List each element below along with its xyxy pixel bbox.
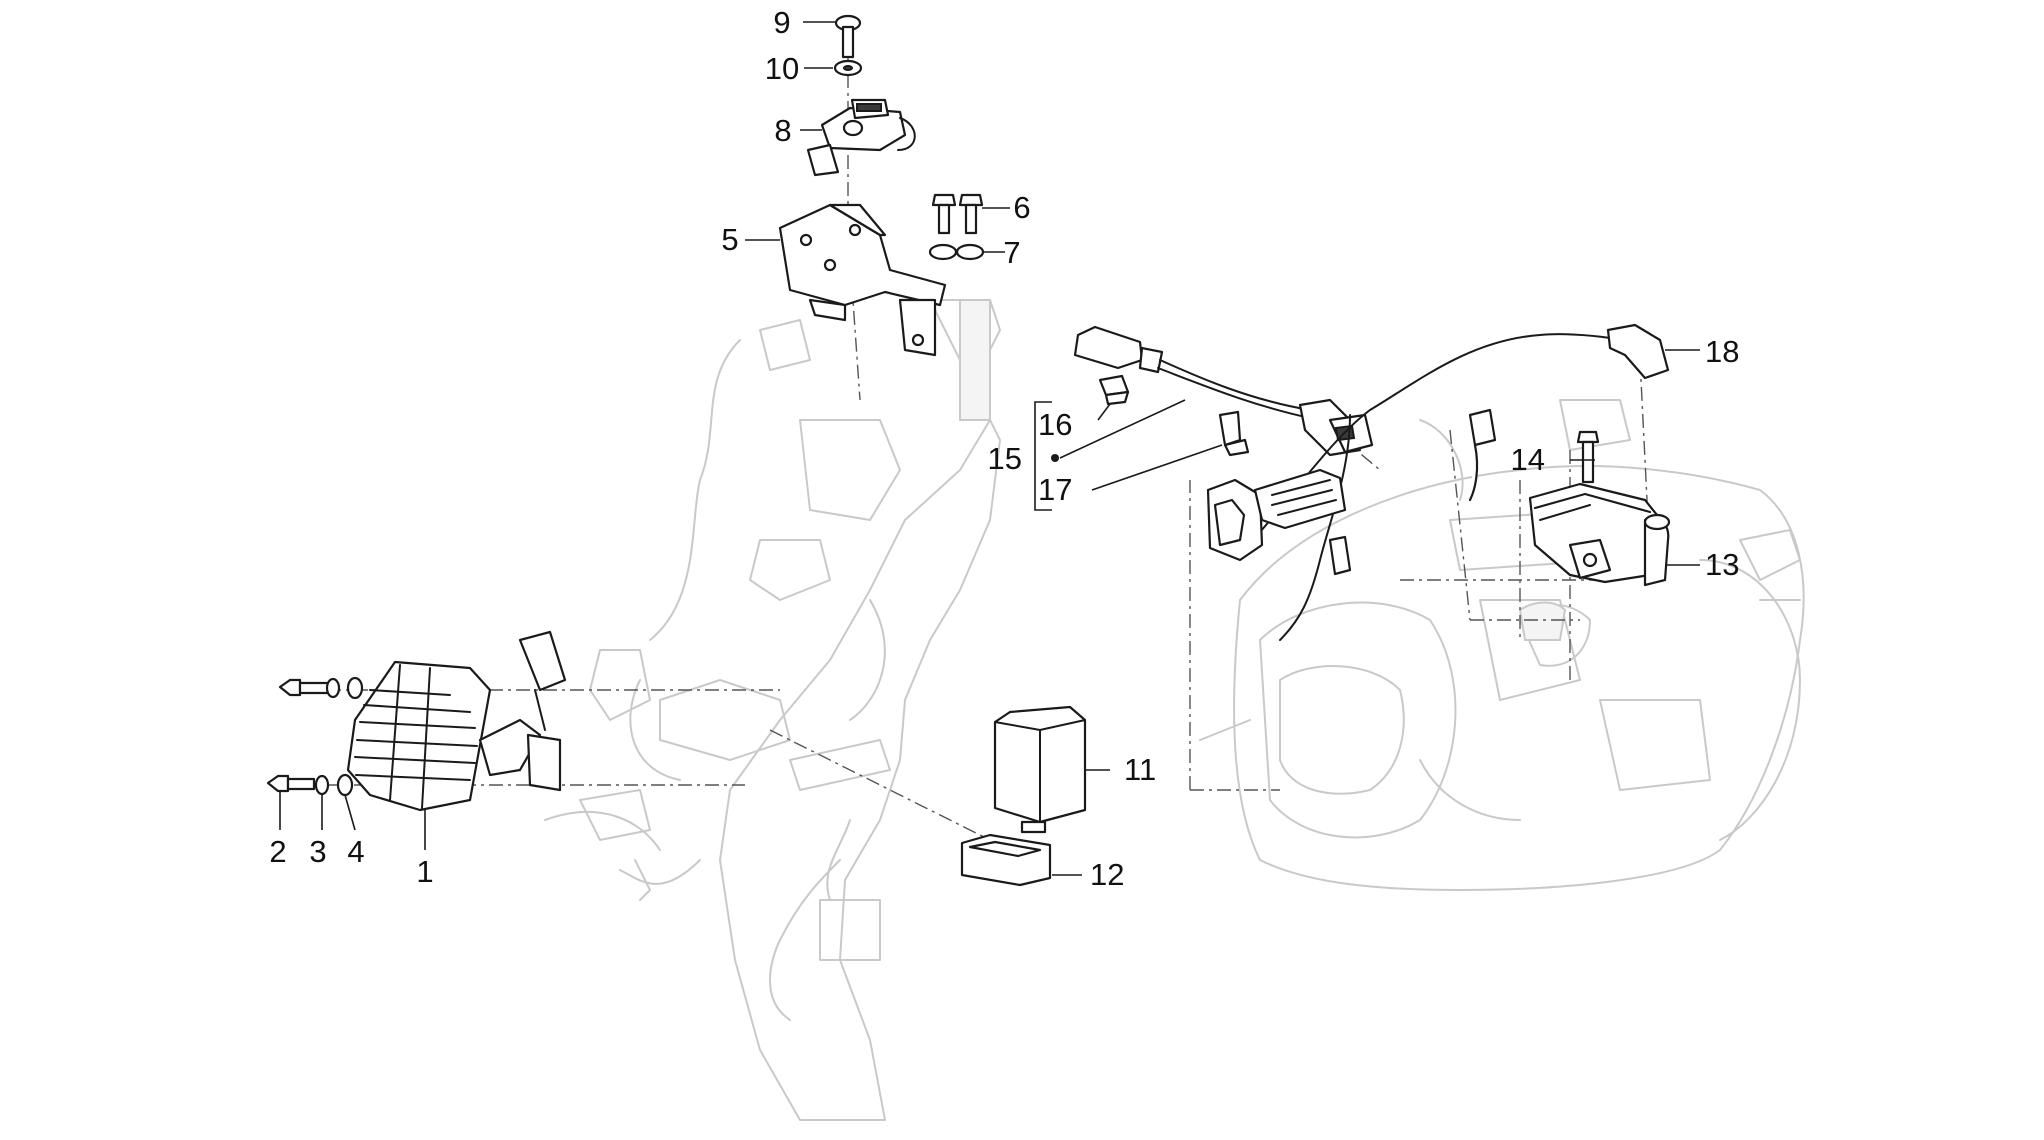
callout-7: 7 [1003,235,1020,270]
frame-ghost [544,299,1001,1121]
callout-13: 13 [1705,547,1739,582]
callout-1: 1 [416,854,433,889]
part-1-regulator [346,630,567,812]
callout-12: 12 [1090,857,1124,892]
callout-3: 3 [309,834,326,869]
part-12-sleeve [960,833,1052,887]
part-2-bolts [266,678,330,793]
part-3-washers [314,677,341,796]
part-7-washers [928,243,985,261]
callout-5: 5 [721,222,738,257]
part-18-lead [1206,323,1670,641]
leader-lines [279,21,1700,876]
part-8-sensor [806,98,916,177]
callout-4: 4 [347,834,364,869]
callout-10: 10 [765,51,799,86]
part-10-washer [833,59,863,77]
callout-17: 17 [1038,472,1072,507]
callouts: 1 2 3 4 5 6 7 8 9 10 11 12 13 14 15 16 1… [269,5,1739,892]
part-13-coil [1528,482,1671,587]
part-15-harness [1073,325,1374,457]
part-5-bracket [778,203,947,357]
part-16-clip [1098,374,1130,406]
callout-11: 11 [1124,752,1156,787]
callout-14: 14 [1511,442,1545,477]
part-11-relay [993,705,1087,834]
callout-8: 8 [774,113,791,148]
callout-9: 9 [773,5,790,40]
part-15-group-bracket [1034,401,1059,511]
part-9-screw [834,14,862,59]
engine-ghost [1199,399,1805,891]
assembly-lines [300,20,1651,841]
part-6-screws [931,193,984,235]
callout-18: 18 [1705,334,1739,369]
part-17-clip [1218,410,1250,457]
callout-2: 2 [269,834,286,869]
callout-6: 6 [1013,190,1030,225]
part-14-bolt [1576,430,1600,484]
callout-16: 16 [1038,407,1072,442]
callout-15: 15 [988,441,1022,476]
